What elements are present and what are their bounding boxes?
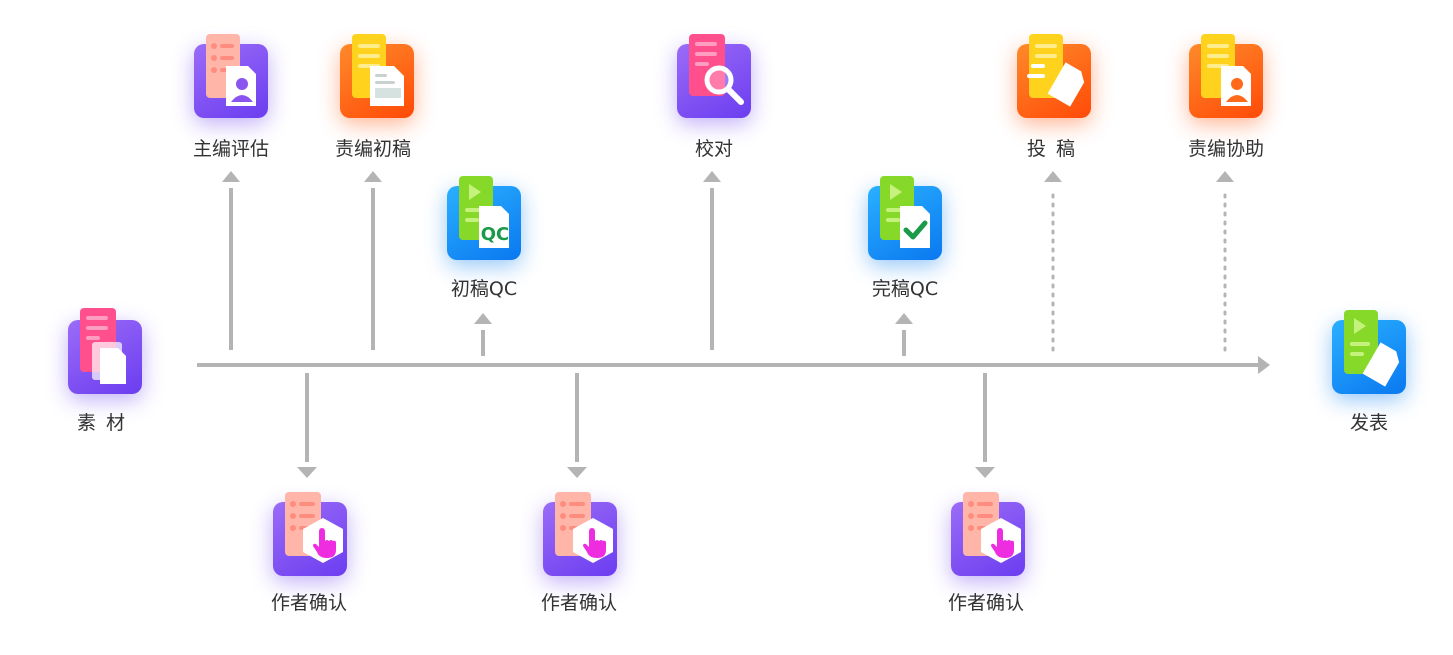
connector-author-confirm-1	[297, 373, 317, 478]
label-editor-draft: 责编初稿	[334, 138, 411, 160]
label-draft-qc: 初稿QC	[450, 278, 518, 300]
connector-editor-assist	[1216, 171, 1234, 352]
label-author-confirm-3: 作者确认	[947, 592, 1024, 614]
send-document-icon	[1017, 34, 1091, 118]
profile-document-icon	[1189, 34, 1263, 118]
label-author-confirm-2: 作者确认	[540, 592, 617, 614]
connector-author-confirm-2	[567, 373, 587, 478]
connector-draft-qc	[474, 313, 492, 356]
connector-editor-draft	[364, 171, 382, 350]
label-source: 素材	[76, 412, 135, 434]
main-axis-arrow	[1258, 356, 1270, 374]
svg-text:QC: QC	[481, 224, 510, 245]
label-proofread: 校对	[694, 138, 733, 160]
document-copy-icon	[68, 308, 142, 394]
search-document-icon	[677, 34, 751, 118]
hand-pointer-icon	[951, 492, 1025, 576]
check-document-icon	[868, 176, 942, 260]
connector-submit	[1044, 171, 1062, 352]
label-editor-assess: 主编评估	[192, 138, 269, 160]
profile-document-icon	[194, 34, 268, 118]
connector-proofread	[703, 171, 721, 350]
connector-final-qc	[895, 313, 913, 356]
qc-document-icon: QC	[447, 176, 521, 260]
connector-editor-assess	[222, 171, 240, 350]
label-publish: 发表	[1349, 412, 1388, 434]
label-author-confirm-1: 作者确认	[270, 592, 347, 614]
connector-author-confirm-3	[975, 373, 995, 478]
label-final-qc: 完稿QC	[871, 278, 939, 300]
label-editor-assist: 责编协助	[1187, 138, 1264, 160]
hand-pointer-icon	[543, 492, 617, 576]
publish-document-icon	[1332, 310, 1406, 394]
label-submit: 投稿	[1026, 138, 1085, 160]
hand-pointer-icon	[273, 492, 347, 576]
draft-document-icon	[340, 34, 414, 118]
